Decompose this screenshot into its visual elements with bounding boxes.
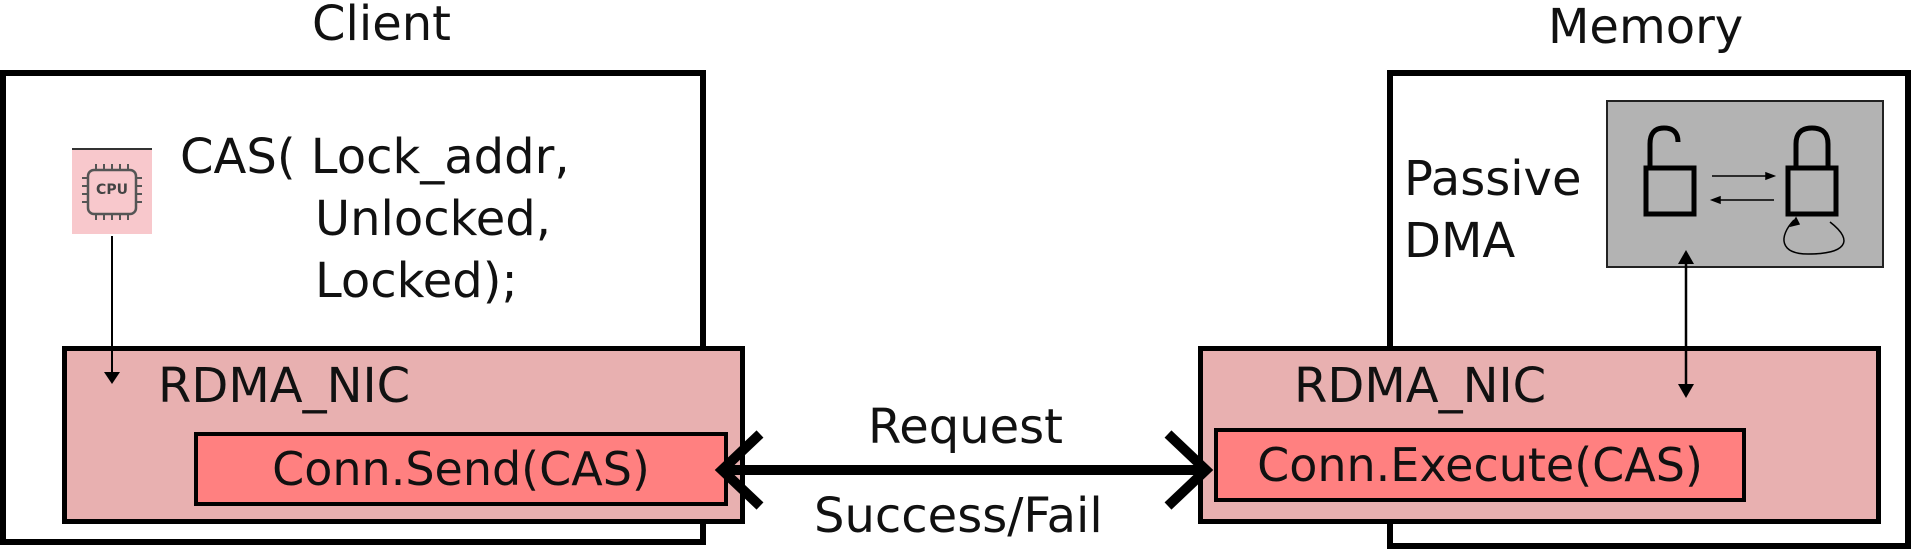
cpu-to-nic-arrow	[104, 236, 120, 384]
memory-box	[1387, 70, 1911, 549]
cas-code-line-3: Locked);	[315, 253, 518, 309]
request-label: Request	[868, 399, 1063, 455]
client-box	[0, 70, 706, 545]
client-conn-send-box: Conn.Send(CAS)	[194, 432, 728, 506]
cpu-icon: CPU	[72, 148, 152, 234]
lock-transition-arrows	[1709, 171, 1777, 205]
cas-code-line-2: Unlocked,	[315, 191, 551, 247]
passive-dma-line-1: Passive	[1404, 151, 1582, 207]
cas-code-line-1: CAS( Lock_addr,	[180, 129, 570, 185]
memory-nic-label: RDMA_NIC	[1294, 358, 1547, 414]
request-response-arrow	[714, 430, 1214, 510]
lock-self-loop-arrow	[1783, 216, 1845, 255]
client-nic-label: RDMA_NIC	[158, 358, 411, 414]
memory-conn-execute-box: Conn.Execute(CAS)	[1214, 428, 1746, 502]
response-label: Success/Fail	[814, 488, 1103, 544]
memory-conn-execute-label: Conn.Execute(CAS)	[1257, 438, 1703, 492]
lock-state-diagram	[1643, 125, 1845, 255]
memory-title: Memory	[1548, 0, 1744, 55]
unlocked-padlock-icon	[1643, 125, 1697, 217]
panel-to-memory-nic-arrow	[1678, 250, 1694, 398]
locked-padlock-icon	[1785, 125, 1839, 217]
client-conn-send-label: Conn.Send(CAS)	[272, 442, 650, 496]
client-title: Client	[312, 0, 451, 52]
cpu-icon-label: CPU	[96, 182, 128, 198]
memory-lock-panel	[1606, 100, 1884, 268]
passive-dma-line-2: DMA	[1404, 213, 1516, 269]
